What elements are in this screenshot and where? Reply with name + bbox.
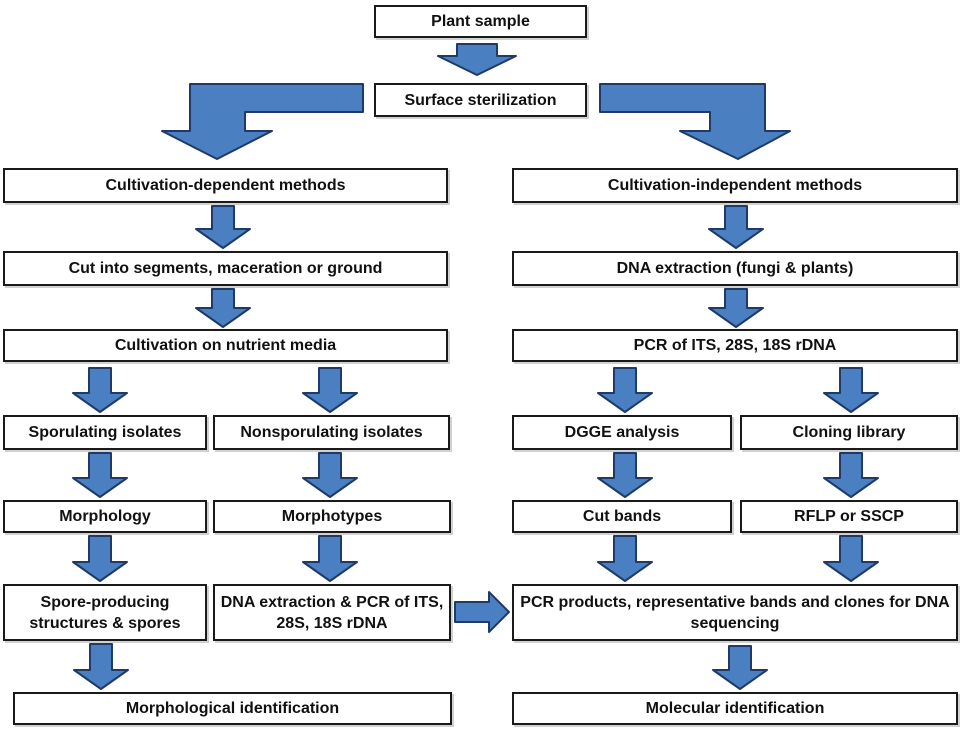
node-label: Plant sample — [431, 13, 530, 30]
node-plant-sample: Plant sample — [374, 5, 587, 38]
node-label: Cut bands — [582, 508, 662, 525]
node-label: DNA extraction & PCR of ITS, 28S, 18S rD… — [220, 593, 444, 632]
node-label: Cultivation on nutrient media — [114, 337, 337, 354]
arrow-nutrient-to-sporulating-icon — [72, 367, 128, 413]
arrow-sporulating-to-morphology-icon — [72, 452, 128, 498]
node-label: Cultivation-independent methods — [607, 177, 863, 194]
node-label: Surface sterilization — [404, 91, 557, 109]
node-label: Molecular identification — [645, 700, 825, 717]
arrow-products-to-molecular-id-icon — [712, 645, 768, 690]
arrow-bent-right-to-independent-icon — [599, 83, 791, 160]
node-dna-extraction-pcr: DNA extraction & PCR of ITS, 28S, 18S rD… — [213, 584, 451, 641]
node-dna-extraction: DNA extraction (fungi & plants) — [512, 251, 958, 286]
node-label: Morphotypes — [281, 508, 383, 525]
node-sporulating-isolates: Sporulating isolates — [3, 415, 207, 450]
node-rflp-or-sscp: RFLP or SSCP — [740, 500, 958, 533]
arrow-dnapcr-to-products-icon — [454, 591, 510, 633]
node-label: Cut into segments, maceration or ground — [68, 260, 383, 277]
node-cloning-library: Cloning library — [740, 415, 958, 450]
node-pcr-products-sequencing: PCR products, representative bands and c… — [512, 584, 958, 641]
node-label: Nonsporulating isolates — [240, 424, 423, 441]
arrow-cutbands-to-products-icon — [597, 535, 653, 582]
arrow-spore-to-morph-id-icon — [73, 643, 129, 690]
node-label: Cultivation-dependent methods — [105, 177, 346, 194]
node-label: Cloning library — [792, 424, 906, 441]
node-label: DGGE analysis — [564, 424, 680, 441]
node-label: PCR of ITS, 28S, 18S rDNA — [633, 337, 837, 354]
arrow-nonsporulating-to-morphotypes-icon — [302, 452, 358, 498]
arrow-rflp-to-products-icon — [823, 535, 879, 582]
arrow-cut-to-nutrient-icon — [195, 288, 251, 328]
node-nonsporulating-isolates: Nonsporulating isolates — [213, 415, 450, 450]
node-morphotypes: Morphotypes — [213, 500, 451, 533]
node-cut-bands: Cut bands — [512, 500, 732, 533]
node-dgge-analysis: DGGE analysis — [512, 415, 732, 450]
arrow-pcr-to-cloning-icon — [823, 367, 879, 413]
node-morphological-identification: Morphological identification — [13, 692, 452, 725]
node-cut-into-segments: Cut into segments, maceration or ground — [3, 251, 448, 286]
node-label: DNA extraction (fungi & plants) — [616, 260, 854, 277]
node-surface-sterilization: Surface sterilization — [374, 83, 587, 117]
node-morphology: Morphology — [3, 500, 207, 533]
arrow-bent-left-to-dependent-icon — [161, 83, 364, 160]
node-label: Morphological identification — [125, 700, 340, 717]
node-label: Sporulating isolates — [28, 424, 182, 441]
node-pcr-of-its: PCR of ITS, 28S, 18S rDNA — [512, 329, 958, 362]
arrow-morphotypes-to-dnapcr-icon — [302, 535, 358, 582]
arrow-nutrient-to-nonsporulating-icon — [302, 367, 358, 413]
node-molecular-identification: Molecular identification — [512, 692, 958, 725]
arrow-dependent-to-cut-icon — [195, 205, 251, 249]
node-label: PCR products, representative bands and c… — [520, 593, 950, 632]
arrow-morphology-to-spore-icon — [72, 535, 128, 582]
node-cultivation-nutrient-media: Cultivation on nutrient media — [3, 329, 448, 362]
arrow-plant-to-sterilization-icon — [437, 43, 517, 76]
node-spore-producing-structures: Spore-producing structures & spores — [3, 584, 207, 641]
node-cultivation-independent-methods: Cultivation-independent methods — [512, 168, 958, 203]
node-label: Morphology — [59, 508, 151, 525]
node-label: Spore-producing structures & spores — [29, 593, 181, 632]
arrow-dna-to-pcr-icon — [708, 288, 764, 328]
arrow-dgge-to-cutbands-icon — [597, 452, 653, 498]
arrow-cloning-to-rflp-icon — [823, 452, 879, 498]
arrow-independent-to-dna-icon — [708, 205, 764, 249]
node-label: RFLP or SSCP — [794, 508, 904, 525]
node-cultivation-dependent-methods: Cultivation-dependent methods — [3, 168, 448, 203]
arrow-pcr-to-dgge-icon — [597, 367, 653, 413]
